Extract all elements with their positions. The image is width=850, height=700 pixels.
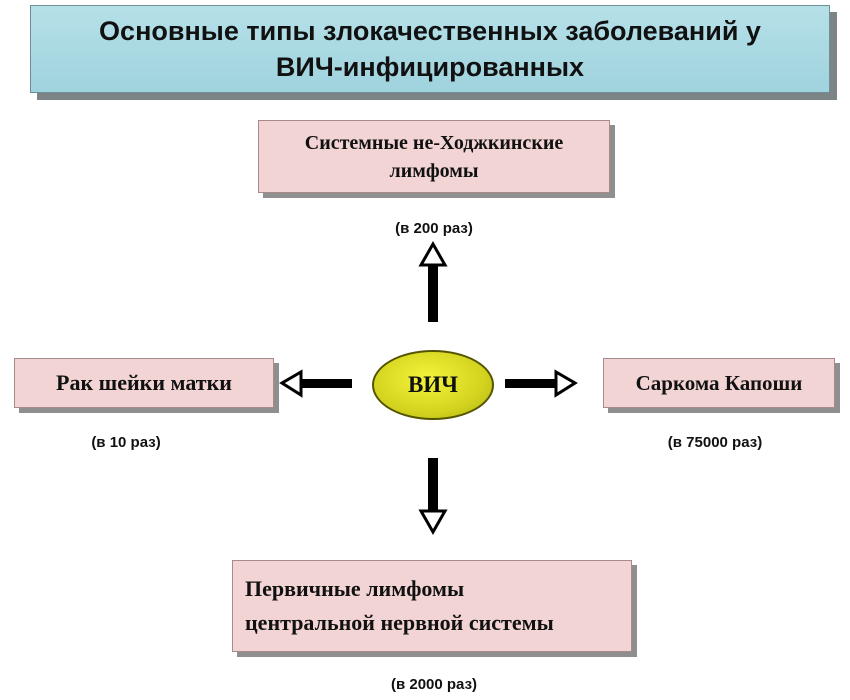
title-line-1: Основные типы злокачественных заболевани… [99, 16, 761, 46]
node-systemic-lymphoma-line-2: лимфомы [389, 159, 479, 182]
arrow-up-icon [418, 240, 448, 322]
node-systemic-lymphoma: Системные не-Ходжкинские лимфомы [258, 120, 610, 193]
node-cns-lymphoma: Первичные лимфомы центральной нервной си… [232, 560, 632, 652]
node-kaposi-sarcoma-label: Саркома Капоши [635, 370, 803, 395]
risk-label-systemic-lymphoma: (в 200 раз) [395, 220, 473, 237]
risk-label-kaposi-sarcoma: (в 75000 раз) [667, 434, 763, 451]
node-cns-lymphoma-line-1: Первичные лимфомы [245, 576, 465, 601]
diagram-title: Основные типы злокачественных заболевани… [30, 5, 830, 93]
risk-label-cervical-cancer: (в 10 раз) [91, 434, 161, 451]
node-cervical-cancer-label: Рак шейки матки [56, 370, 232, 395]
arrow-down-icon [418, 458, 448, 536]
title-line-2: ВИЧ-инфицированных [275, 52, 585, 82]
node-cervical-cancer: Рак шейки матки [14, 358, 274, 408]
arrow-left-icon [279, 369, 352, 398]
node-kaposi-sarcoma: Саркома Капоши [603, 358, 835, 408]
arrow-right-icon [505, 369, 578, 398]
hiv-center-label: ВИЧ [407, 372, 459, 397]
node-systemic-lymphoma-line-1: Системные не-Ходжкинские [304, 131, 564, 154]
risk-label-cns-lymphoma: (в 2000 раз) [390, 676, 478, 693]
node-cns-lymphoma-line-2: центральной нервной системы [245, 610, 554, 635]
hiv-center-node: ВИЧ [372, 350, 494, 420]
